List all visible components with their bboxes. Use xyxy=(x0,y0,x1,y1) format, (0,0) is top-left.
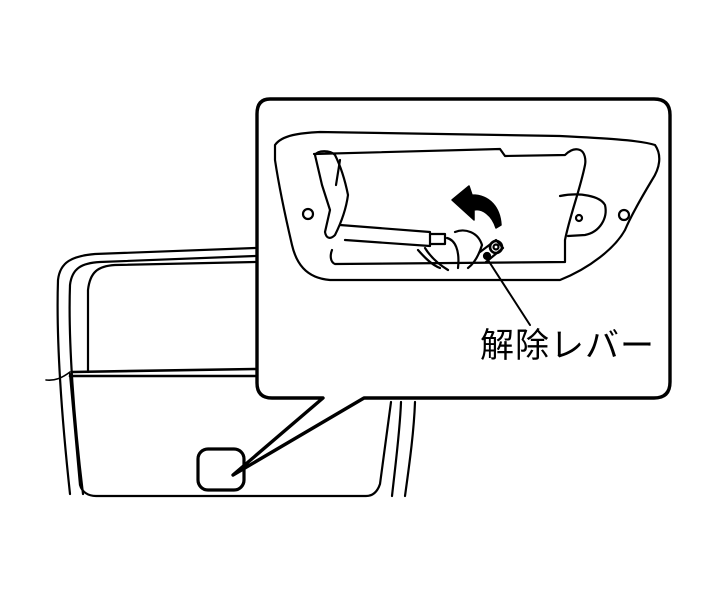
callout-bubble xyxy=(231,97,672,477)
rotation-arrow xyxy=(451,185,502,229)
leader-line xyxy=(487,259,531,326)
latch-mechanism xyxy=(313,150,505,272)
release-lever-label: 解除レバー xyxy=(480,326,655,366)
tailgate-body xyxy=(45,246,417,498)
handle-housing xyxy=(273,130,661,282)
